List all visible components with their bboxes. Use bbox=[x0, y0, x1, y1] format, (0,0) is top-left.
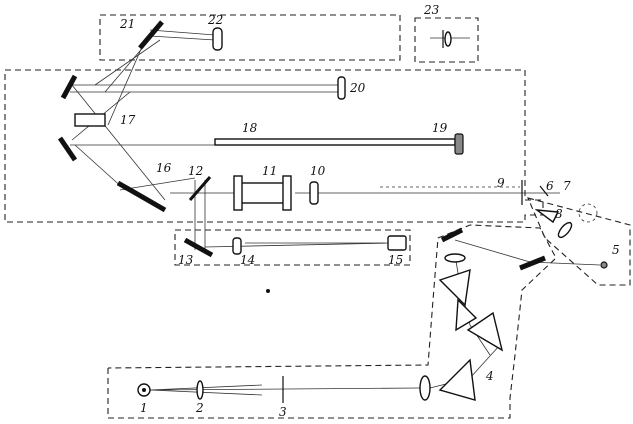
prism-7 bbox=[534, 209, 560, 224]
mirror-prism-top bbox=[440, 227, 464, 243]
number-labels: 1 2 3 4 5 6 7 8 9 10 11 12 13 14 15 16 1… bbox=[119, 3, 620, 419]
lens-23 bbox=[444, 31, 452, 47]
lens-22 bbox=[212, 27, 223, 51]
label-14: 14 bbox=[240, 253, 255, 267]
prism-d bbox=[438, 268, 471, 307]
label-17: 17 bbox=[120, 113, 136, 127]
mirror-left-bottom bbox=[57, 136, 78, 162]
mirror-16 bbox=[116, 180, 167, 213]
lens-2 bbox=[196, 380, 204, 400]
label-11: 11 bbox=[262, 164, 277, 178]
dot-mark bbox=[266, 289, 270, 293]
lens-6 bbox=[557, 221, 573, 239]
label-2: 2 bbox=[195, 401, 204, 415]
label-20: 20 bbox=[349, 81, 366, 95]
enclosure-frames bbox=[4, 14, 631, 419]
label-6: 6 bbox=[546, 179, 554, 193]
label-9: 9 bbox=[497, 176, 505, 190]
mirror-21 bbox=[138, 20, 164, 50]
tube-11 bbox=[239, 182, 286, 204]
label-7: 7 bbox=[563, 179, 571, 193]
crystal-17 bbox=[74, 113, 106, 127]
label-4: 4 bbox=[485, 369, 494, 383]
frame-lower bbox=[107, 224, 557, 419]
label-1: 1 bbox=[140, 401, 148, 415]
label-19: 19 bbox=[432, 121, 448, 135]
detector-5 bbox=[600, 261, 608, 269]
mirror-left-top bbox=[60, 74, 78, 100]
tube-11-end-l bbox=[233, 175, 243, 211]
tube-11-end-r bbox=[282, 175, 292, 211]
prism-c bbox=[455, 298, 478, 332]
optical-components bbox=[57, 20, 608, 403]
label-5: 5 bbox=[612, 243, 620, 257]
label-15: 15 bbox=[388, 253, 403, 267]
label-8: 8 bbox=[555, 207, 563, 221]
detector-15 bbox=[387, 235, 407, 251]
mirror-12 bbox=[188, 176, 212, 201]
frame-top bbox=[99, 14, 401, 61]
label-16: 16 bbox=[156, 161, 172, 175]
dash-circle-7 bbox=[578, 203, 598, 223]
prism-a bbox=[438, 358, 476, 401]
lens-4 bbox=[419, 375, 431, 401]
label-10: 10 bbox=[310, 164, 326, 178]
label-18: 18 bbox=[242, 121, 258, 135]
mirror-8 bbox=[519, 255, 546, 271]
lens-10 bbox=[309, 181, 319, 205]
frame-23 bbox=[414, 17, 479, 63]
mirror-19 bbox=[454, 133, 464, 155]
beam-lines bbox=[70, 29, 601, 396]
mirror-20 bbox=[337, 76, 346, 100]
source-dot-1 bbox=[142, 388, 146, 392]
label-12: 12 bbox=[188, 164, 203, 178]
prism-b bbox=[466, 311, 504, 352]
lens-14 bbox=[232, 237, 242, 255]
label-22: 22 bbox=[207, 13, 223, 27]
label-3: 3 bbox=[279, 405, 287, 419]
rod-18 bbox=[214, 138, 456, 146]
mirror-13 bbox=[183, 237, 214, 258]
label-21: 21 bbox=[119, 17, 135, 31]
mark-8 bbox=[539, 185, 549, 197]
label-13: 13 bbox=[178, 253, 194, 267]
frame-right bbox=[527, 197, 631, 286]
frame-13-15 bbox=[174, 229, 411, 266]
lens-prism-top bbox=[444, 253, 466, 263]
label-23: 23 bbox=[423, 3, 440, 17]
